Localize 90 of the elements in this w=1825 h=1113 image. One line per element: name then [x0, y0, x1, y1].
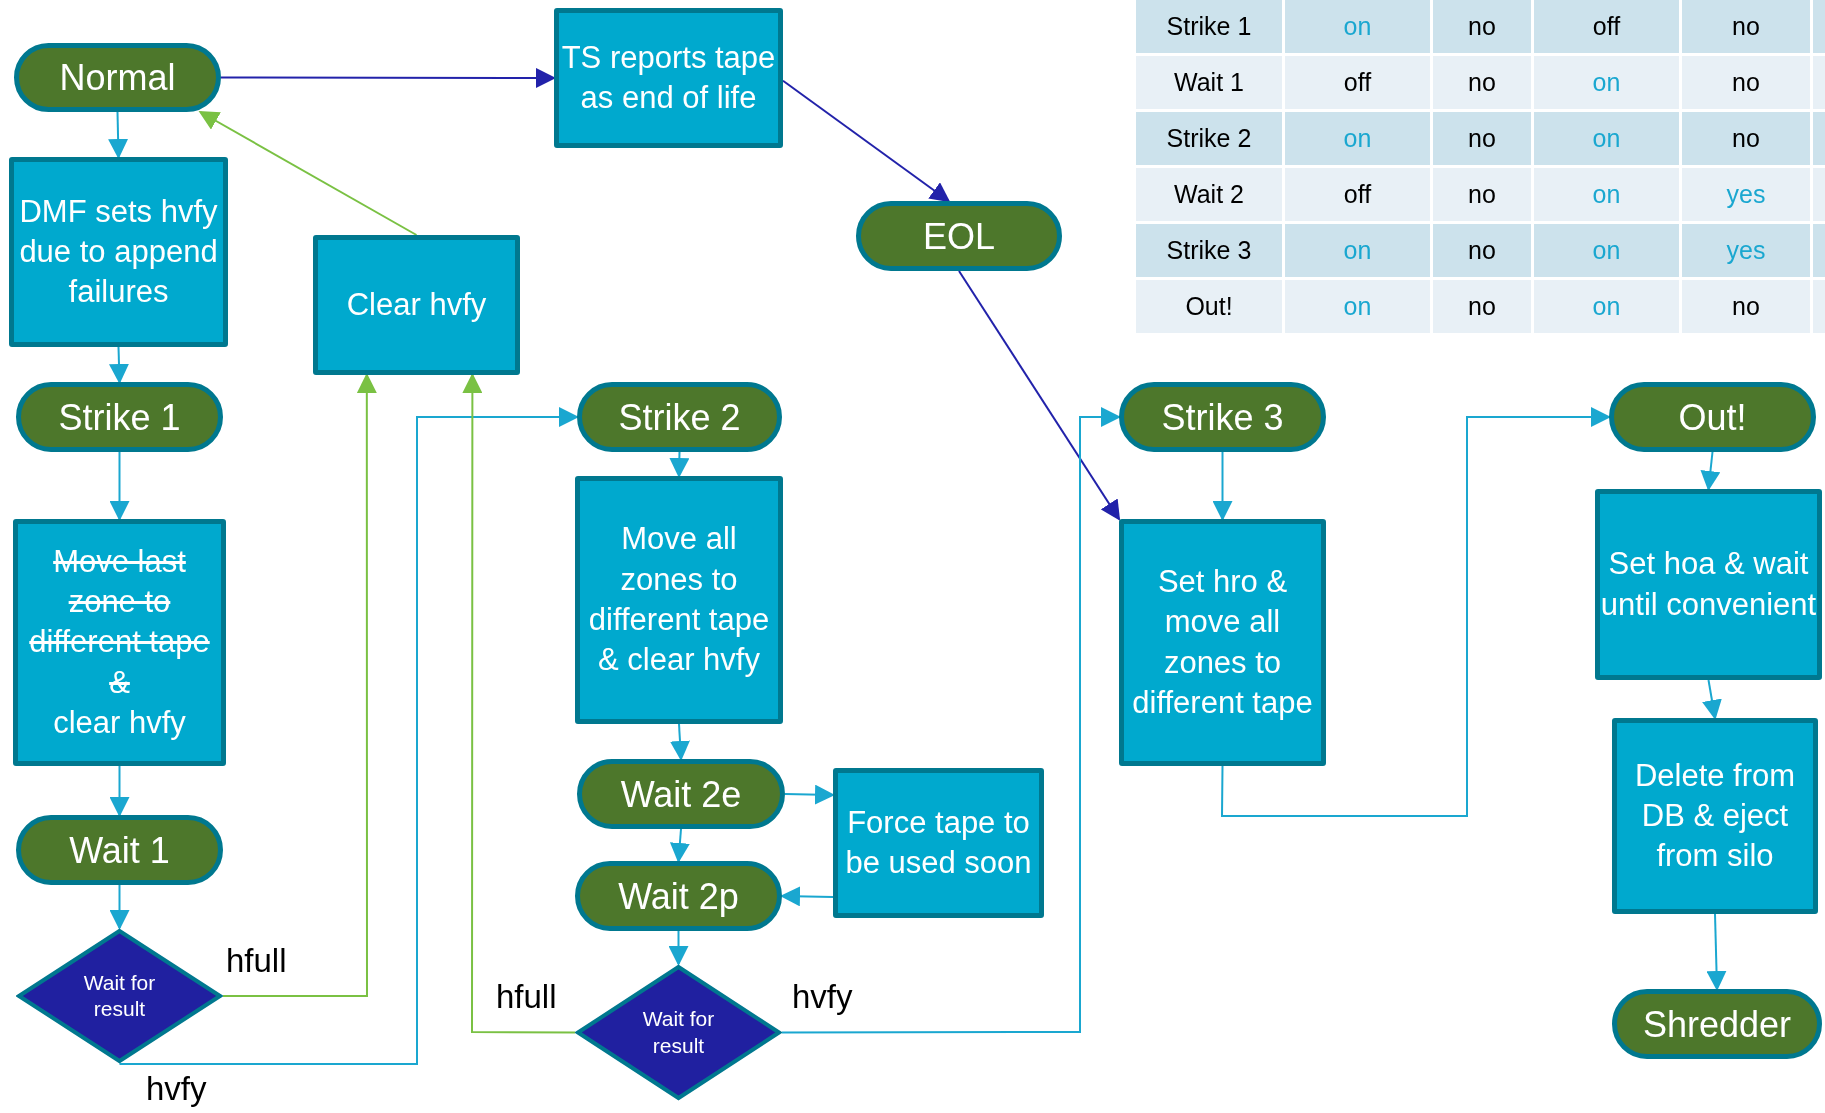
edge-label: hfull — [226, 944, 287, 977]
process-box — [554, 8, 783, 148]
arrow — [109, 765, 130, 817]
process-box — [13, 519, 226, 766]
arrow — [670, 723, 690, 761]
arrow — [669, 828, 690, 863]
decision-diamond — [16, 928, 223, 1064]
table-cell: no — [1433, 224, 1531, 277]
table-cell: no — [1433, 168, 1531, 221]
arrow — [784, 784, 835, 805]
table-cell: Strike 1 — [1136, 0, 1282, 53]
decision-diamond — [575, 964, 782, 1101]
node-label: Normal — [59, 56, 176, 100]
node-label: Wait 2p — [618, 874, 739, 919]
arrow — [1221, 407, 1611, 817]
arrow — [1706, 913, 1727, 991]
process-box — [575, 476, 783, 724]
table-cell: Wait 1 — [1136, 56, 1282, 109]
edge-label: hvfy — [792, 980, 853, 1013]
node-label: Set hoa & wait until convenient — [1600, 545, 1817, 624]
arrow — [780, 886, 834, 907]
table-cell: no — [1682, 280, 1810, 333]
table-cell: no — [1433, 112, 1531, 165]
node-label: Clear hvfy — [346, 285, 487, 324]
table-cell: no — [1433, 0, 1531, 53]
table-cell: on — [1534, 224, 1679, 277]
arrow — [1702, 679, 1722, 720]
node-label: Wait 1 — [69, 828, 170, 873]
node-label: Strike 2 — [618, 395, 741, 440]
process-box — [9, 157, 228, 347]
arrow — [462, 373, 576, 1034]
table-cell: off — [1285, 168, 1430, 221]
table-cell: Strike 2 — [1136, 112, 1282, 165]
node-label: Wait for result — [82, 969, 157, 1022]
process-box — [1595, 489, 1822, 680]
node-label: Delete from DB & eject from silo — [1633, 756, 1797, 876]
process-box — [1612, 718, 1818, 914]
arrow — [109, 346, 129, 384]
node-label: Set hro & move all zones to different tape — [1131, 562, 1314, 722]
node-label: Strike 1 — [58, 395, 181, 440]
table-cell: no — [1433, 56, 1531, 109]
table-cell: on — [1285, 0, 1430, 53]
node-label: Wait for result — [641, 1006, 716, 1059]
arrow — [958, 270, 1121, 521]
node-label: Shredder — [1642, 1002, 1792, 1047]
table-cell: yes — [1682, 168, 1810, 221]
node-label: Out! — [1678, 395, 1747, 440]
arrow — [781, 407, 1121, 1034]
node-label: TS reports tape as end of life — [560, 38, 777, 117]
process-box — [313, 235, 520, 375]
node-label: clear hvfy — [53, 703, 186, 742]
table-cell: off — [1534, 0, 1679, 53]
table-cell: yes — [1682, 224, 1810, 277]
arrow — [118, 407, 579, 1065]
arrow — [109, 884, 130, 930]
table-cell: no — [1682, 0, 1810, 53]
node-label: DMF sets hvfy due to append failures — [18, 192, 219, 312]
process-box — [833, 768, 1044, 918]
arrow — [220, 67, 556, 88]
table-cell: Strike 3 — [1136, 224, 1282, 277]
arrow — [222, 373, 377, 997]
process-box — [1119, 519, 1326, 766]
table-cell: on — [1534, 112, 1679, 165]
node-label: Move all zones to different tape & clear hvfy — [587, 520, 771, 680]
table-cell: on — [1534, 56, 1679, 109]
table-cell: no — [1433, 280, 1531, 333]
table-cell: Out! — [1136, 280, 1282, 333]
table-cell: off — [1285, 56, 1430, 109]
table-cell: on — [1534, 280, 1679, 333]
edge-label: hfull — [496, 980, 557, 1013]
table-cell: Wait 2 — [1136, 168, 1282, 221]
arrow — [668, 930, 689, 966]
node-label: Wait 2e — [620, 772, 742, 817]
node-label: Strike 3 — [1161, 395, 1284, 440]
arrow — [782, 79, 951, 203]
arrow — [108, 111, 129, 159]
arrow — [669, 451, 690, 478]
arrow — [1700, 451, 1721, 491]
node-label: Force tape to be used soon — [844, 803, 1033, 882]
edge-label: hvfy — [146, 1072, 207, 1105]
table-cell: on — [1285, 280, 1430, 333]
node-label: EOL — [922, 214, 995, 259]
table-cell: no — [1682, 112, 1810, 165]
arrow — [198, 111, 418, 236]
arrow — [1212, 451, 1233, 521]
table-cell: on — [1534, 168, 1679, 221]
arrow — [109, 451, 130, 521]
table-cell: on — [1285, 224, 1430, 277]
table-cell: no — [1682, 56, 1810, 109]
table-cell: on — [1285, 112, 1430, 165]
